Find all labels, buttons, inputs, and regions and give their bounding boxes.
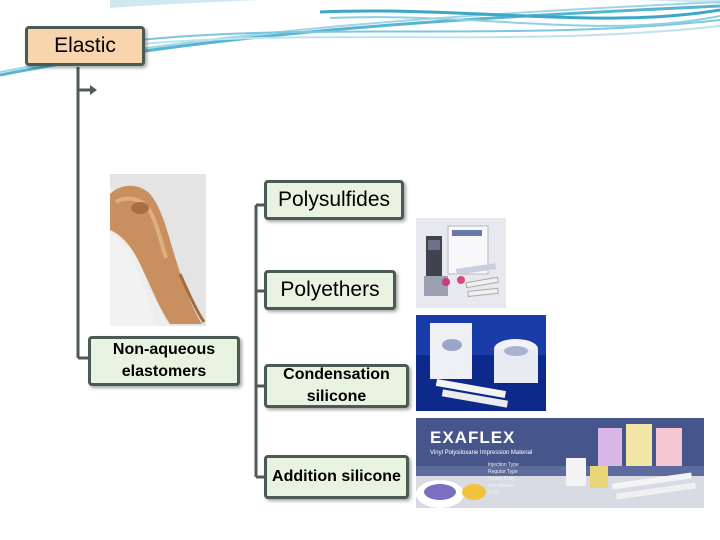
exaflex-tagline: Vinyl Polysiloxane Impression Material [430, 450, 533, 456]
exaflex-type-item: Regular Type [488, 469, 518, 475]
node-polyethers: Polyethers [264, 270, 396, 310]
node-elastic: Elastic [25, 26, 145, 66]
node-non-aqueous-label: Non-aqueous elastomers [112, 341, 216, 380]
node-polysulfides-label: Polysulfides [277, 188, 391, 211]
photo-polysulfide-kit [416, 218, 506, 308]
photo-exaflex-kit: EXAFLEX Vinyl Polysiloxane Impression Ma… [416, 418, 704, 508]
exaflex-type-item: Heavy Body [488, 476, 515, 482]
exaflex-type-item: Injection Type [488, 462, 519, 468]
photo-polyether-kit [416, 315, 546, 411]
node-addition-silicone: Addition silicone [264, 455, 409, 499]
photo-elastomer-putty [110, 174, 206, 326]
node-condensation-silicone: Condensation silicone [264, 364, 409, 408]
node-elastic-label: Elastic [54, 34, 116, 57]
exaflex-type-item: Putty [488, 490, 500, 496]
node-condensation-label: Condensation silicone [283, 366, 390, 405]
exaflex-type-list: Injection Type Regular Type Heavy Body M… [488, 462, 519, 497]
exaflex-brand: EXAFLEX [430, 428, 516, 447]
node-polysulfides: Polysulfides [264, 180, 404, 220]
arrow-head-icon [90, 85, 97, 95]
node-addition-label: Addition silicone [272, 468, 401, 485]
exaflex-type-item: Monophase [488, 483, 515, 489]
node-polyethers-label: Polyethers [280, 278, 380, 301]
node-non-aqueous-elastomers: Non-aqueous elastomers [88, 336, 240, 386]
